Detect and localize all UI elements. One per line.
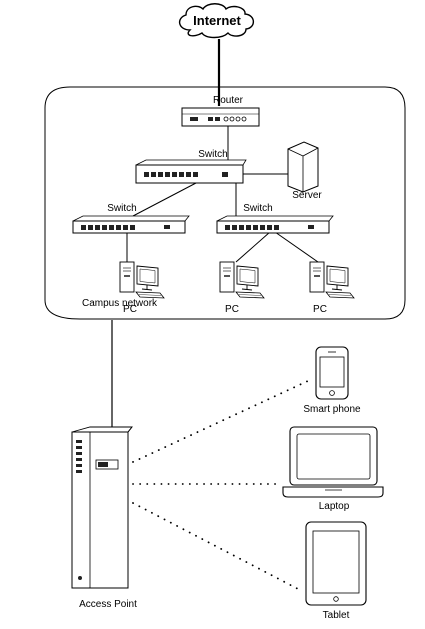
internet-cloud: Internet xyxy=(179,3,255,39)
router-port xyxy=(235,116,241,122)
tablet-home-button xyxy=(333,596,339,602)
access-point-body xyxy=(71,431,129,589)
laptop: Laptop xyxy=(282,426,384,512)
router-port xyxy=(208,117,213,121)
router-port xyxy=(190,117,198,121)
wireless-link-tablet xyxy=(132,502,301,591)
access-point-icon xyxy=(71,426,133,433)
router-port xyxy=(241,116,247,122)
server-edge xyxy=(287,148,304,157)
switch-top: Switch xyxy=(135,149,247,184)
internet-label: Internet xyxy=(193,13,241,28)
laptop-label: Laptop xyxy=(319,501,350,512)
server-label: Server xyxy=(292,190,322,201)
campus-network-label: Campus network xyxy=(82,298,158,309)
switch-right: Switch xyxy=(216,203,334,234)
pc-left-label: PC xyxy=(123,304,137,315)
right-switch-pc-mid-link xyxy=(235,231,271,263)
right-switch-pc-right-link xyxy=(274,231,319,263)
tablet-label: Tablet xyxy=(323,610,350,621)
switch-left-label: Switch xyxy=(107,203,136,214)
router-port xyxy=(229,116,235,122)
smart-phone-label: Smart phone xyxy=(303,404,361,415)
switch-ports xyxy=(225,225,314,230)
router: Router xyxy=(181,95,260,127)
switch-icon xyxy=(135,159,247,166)
laptop-screen xyxy=(296,433,371,480)
cloud-icon xyxy=(179,3,255,39)
switch-left-switch-link xyxy=(132,182,197,217)
switch-top-label: Switch xyxy=(198,149,227,160)
smartphone-home-button xyxy=(329,390,335,396)
smart-phone: Smart phone xyxy=(303,346,361,415)
campus-network-boundary xyxy=(44,86,406,320)
switch-ports xyxy=(81,225,170,230)
switch-right-label: Switch xyxy=(243,203,272,214)
tablet: Tablet xyxy=(305,521,367,621)
switch-left: Switch xyxy=(72,203,190,234)
access-point-leds xyxy=(76,440,82,473)
switch-body xyxy=(216,220,330,234)
pc-right-label: PC xyxy=(313,304,327,315)
pc-icon xyxy=(119,261,165,299)
switch-ports xyxy=(144,172,228,177)
smartphone-screen xyxy=(319,356,345,388)
switch-icon xyxy=(72,215,190,222)
pc-icon xyxy=(309,261,355,299)
access-point-badge-logo xyxy=(98,462,108,467)
server-edge xyxy=(302,147,319,157)
pc-mid-label: PC xyxy=(225,304,239,315)
router-port xyxy=(215,117,220,121)
wireless-links xyxy=(132,379,311,591)
wireless-link-phone xyxy=(132,379,311,463)
router-label: Router xyxy=(213,95,244,106)
tablet-screen xyxy=(312,530,360,594)
router-icon xyxy=(181,107,260,127)
connection-lines xyxy=(111,39,319,427)
access-point-edge xyxy=(127,426,133,433)
laptop-base xyxy=(282,486,384,498)
pc-icon xyxy=(219,261,265,299)
access-point-port xyxy=(78,576,82,580)
access-point-label: Access Point xyxy=(79,599,137,610)
access-point: Access Point xyxy=(71,426,137,610)
switch-icon xyxy=(216,215,334,222)
router-port xyxy=(223,116,229,122)
switch-body xyxy=(72,220,186,234)
server: Server xyxy=(287,141,322,201)
